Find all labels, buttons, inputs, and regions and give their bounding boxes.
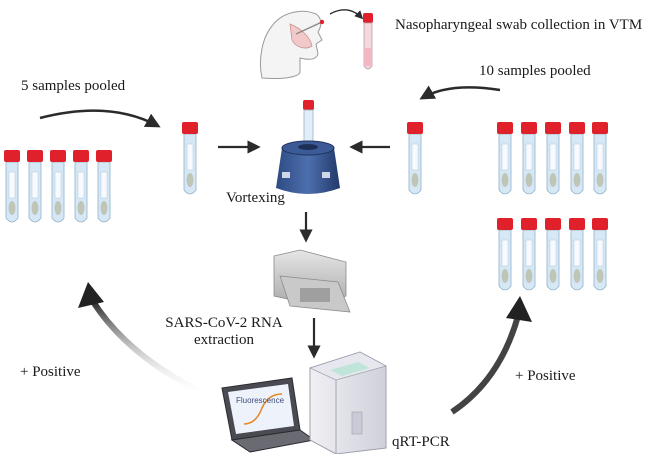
laptop-screen-label: Fluorescence — [236, 396, 285, 405]
extraction-label-line1: SARS-CoV-2 RNA — [165, 315, 283, 331]
extraction-label-line2: extraction — [194, 332, 254, 348]
pooled-tubes-10 — [497, 122, 608, 291]
sample-tube — [497, 122, 513, 195]
laptop-icon — [221, 377, 316, 453]
sample-tube — [27, 150, 43, 223]
sample-tube — [96, 150, 112, 223]
pool-tube-10 — [407, 122, 423, 195]
pooled-tubes-5 — [4, 150, 112, 223]
sample-tube — [4, 150, 20, 223]
sample-tube — [50, 150, 66, 223]
sample-tube — [545, 218, 561, 291]
sample-tube — [521, 122, 537, 195]
sample-tube — [521, 218, 537, 291]
sample-tube — [569, 218, 585, 291]
extraction-machine-icon — [273, 249, 351, 313]
pool-right-arrow — [419, 85, 501, 100]
positive-right-label: + Positive — [515, 368, 576, 384]
person-swab-icon — [259, 9, 364, 79]
sample-tube — [545, 122, 561, 195]
pool-left-arrow — [39, 109, 161, 128]
pcr-label: qRT-PCR — [392, 434, 450, 450]
positive-right-arrow — [450, 315, 521, 415]
vortex-mixer-icon — [276, 100, 340, 194]
pooled-sample-tubes — [182, 122, 423, 195]
sample-tube — [592, 122, 608, 195]
positive-left-label: + Positive — [20, 364, 81, 380]
positive-left-arrowhead — [78, 282, 104, 308]
sample-tube — [569, 122, 585, 195]
sample-tube — [497, 218, 513, 291]
pcr-machine-icon — [308, 351, 388, 454]
positive-right-arrowhead — [506, 296, 532, 322]
sample-tube — [73, 150, 89, 223]
positive-left-arrow — [89, 298, 216, 401]
sample-tube — [592, 218, 608, 291]
pool-tube-5 — [182, 122, 198, 195]
pool-left-label: 5 samples pooled — [21, 78, 126, 94]
vortex-label: Vortexing — [226, 190, 285, 206]
vtm-tube-icon — [363, 13, 373, 70]
pool-right-label: 10 samples pooled — [479, 63, 591, 79]
swab-label: Nasopharyngeal swab collection in VTM — [395, 17, 643, 33]
